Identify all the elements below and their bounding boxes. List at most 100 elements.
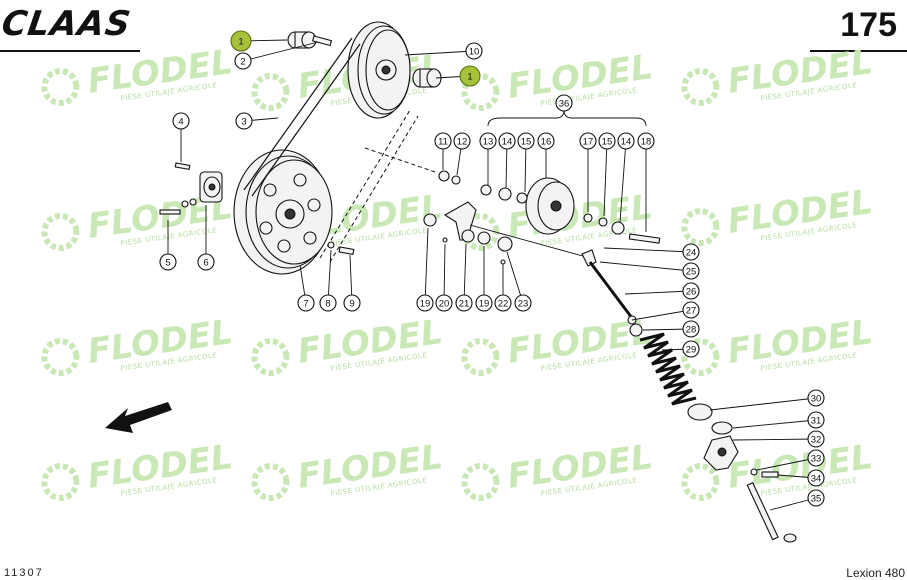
- part-callout-33: 33: [756, 449, 825, 471]
- callout-circle: [494, 294, 512, 312]
- part-callout-2: 2: [234, 41, 319, 70]
- part-callout-6: 6: [197, 205, 215, 271]
- callout-circle: [172, 112, 190, 130]
- callout-circle: [517, 132, 535, 150]
- callout-number: 15: [521, 137, 532, 148]
- callout-number: 1: [467, 72, 472, 83]
- callout-circle: [416, 294, 434, 312]
- part-callout-28: 28: [642, 320, 700, 338]
- part-callout-15: 15: [598, 132, 616, 217]
- callout-number: 10: [469, 47, 480, 58]
- callout-number: 14: [502, 137, 513, 148]
- callout-leader-line: [603, 140, 608, 217]
- part-callout-20: 20: [435, 243, 453, 312]
- watermark-gear-icon: [681, 463, 720, 502]
- part-callout-29: 29: [661, 340, 700, 358]
- callout-circle: [682, 243, 700, 261]
- part-callout-16: 16: [537, 132, 555, 178]
- part-callout-4: 4: [172, 112, 190, 162]
- callout-number: 27: [686, 306, 697, 317]
- part-callout-23: 23: [506, 251, 532, 312]
- part-callout-21: 21: [455, 243, 473, 312]
- part-callout-12: 12: [453, 132, 471, 176]
- callout-circle: [455, 294, 473, 312]
- callout-circle: [234, 52, 252, 70]
- parts-drawing: [105, 21, 797, 543]
- callout-number: 28: [686, 325, 697, 336]
- callout-circle: [807, 411, 825, 429]
- part-callout-15: 15: [517, 132, 535, 193]
- callout-number: 3: [241, 117, 246, 128]
- brand-rule: [0, 50, 140, 52]
- callout-circle: [807, 449, 825, 467]
- callout-leader-line: [619, 140, 627, 223]
- callout-circle: [159, 253, 177, 271]
- callout-number: 23: [518, 299, 529, 310]
- callout-number: 6: [203, 258, 208, 269]
- callout-leader-line: [443, 243, 446, 304]
- watermark-gear-icon: [681, 338, 720, 377]
- part-callout-34: 34: [777, 469, 825, 487]
- watermark-gear-icon: [681, 68, 720, 107]
- callout-number: 21: [459, 299, 470, 310]
- callout-circle: [807, 389, 825, 407]
- callout-leader-line: [506, 251, 524, 304]
- callout-circle: [319, 294, 337, 312]
- part-callout-3: 3: [235, 112, 279, 130]
- callout-circle: [682, 320, 700, 338]
- callout-number: 32: [811, 435, 822, 446]
- model-name: Lexion 480: [846, 566, 905, 580]
- part-callout-8: 8: [319, 249, 337, 312]
- watermark-gear-icon: [251, 73, 290, 112]
- callout-number: 7: [303, 299, 308, 310]
- part-callout-24: 24: [603, 243, 700, 261]
- callout-circle: [453, 132, 471, 150]
- reference-code: 11307: [4, 567, 44, 579]
- part-callout-17: 17: [579, 132, 597, 212]
- callout-leader-line: [732, 419, 817, 429]
- callout-number: 12: [457, 137, 468, 148]
- callout-leader-line: [624, 290, 692, 295]
- watermark-gear-icon: [41, 338, 80, 377]
- callout-leader-line: [404, 50, 475, 56]
- page-number: 175: [840, 6, 897, 44]
- callout-number: 11: [438, 137, 448, 148]
- part-callout-36: 36: [555, 94, 573, 112]
- callout-number: 29: [686, 345, 697, 356]
- watermark-gear-icon: [681, 208, 720, 247]
- callout-number: 24: [686, 248, 697, 259]
- callout-circle: [459, 65, 481, 87]
- callout-circle: [475, 294, 493, 312]
- watermark-gear-icon: [251, 338, 290, 377]
- part-callout-30: 30: [709, 389, 825, 411]
- callout-circle: [537, 132, 555, 150]
- callout-number: 22: [498, 299, 509, 310]
- callout-circle: [434, 132, 452, 150]
- callout-circle: [598, 132, 616, 150]
- callout-number: 9: [349, 299, 354, 310]
- callout-circle: [555, 94, 573, 112]
- part-callout-1: 1: [230, 30, 288, 52]
- callout-circle: [617, 132, 635, 150]
- callout-number: 31: [811, 416, 822, 427]
- callout-circle: [197, 253, 215, 271]
- callout-circle: [682, 340, 700, 358]
- callout-circle: [230, 30, 252, 52]
- part-callout-7: 7: [297, 264, 315, 312]
- callout-number: 20: [439, 299, 450, 310]
- part-callout-22: 22: [494, 264, 512, 312]
- callout-circle: [514, 294, 532, 312]
- callout-number: 35: [811, 494, 822, 505]
- watermark-gear-icon: [41, 213, 80, 252]
- callout-leader-line: [463, 243, 467, 304]
- part-callout-10: 10: [404, 42, 483, 60]
- direction-arrow: [105, 402, 172, 433]
